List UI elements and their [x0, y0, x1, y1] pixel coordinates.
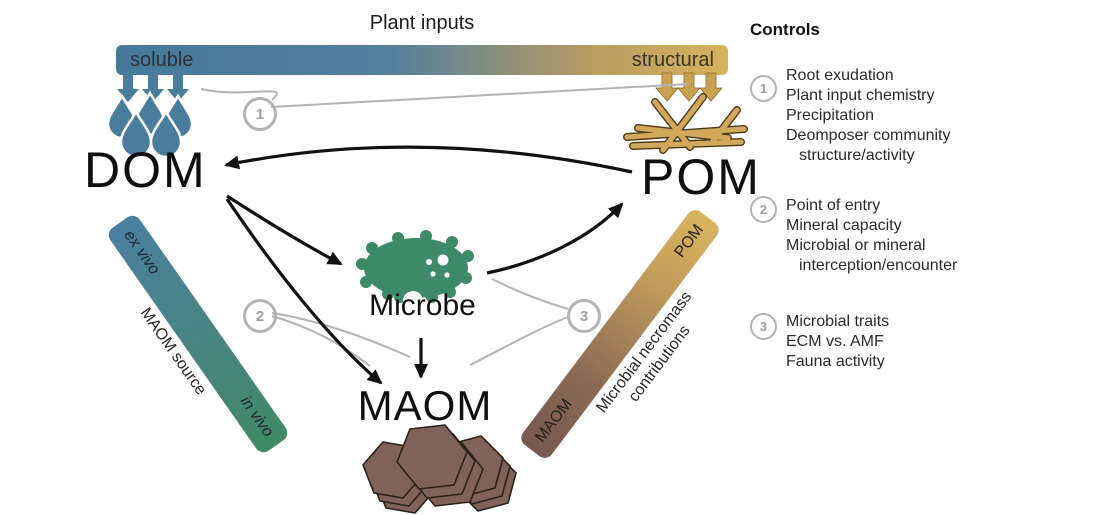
- control-2-line: Point of entry: [786, 197, 881, 214]
- necromass-pom-label: POM: [671, 221, 708, 261]
- control-2-line: Microbial or mineral: [786, 237, 926, 254]
- control-1-badge: 1: [750, 75, 777, 102]
- pom-label: POM: [641, 149, 761, 205]
- plant-inputs-title: Plant inputs: [369, 12, 475, 34]
- arrow-dom-to-microbe: [226, 194, 343, 266]
- maom-minerals-icon: [362, 424, 517, 514]
- necromass-caption-line1: Microbial necromass: [593, 288, 696, 417]
- structural-input-arrows-icon: [655, 72, 723, 102]
- microbe-label: Microbe: [369, 289, 476, 322]
- control-1-line: structure/activity: [799, 147, 915, 164]
- arrow-microbe-to-pom: [486, 202, 624, 275]
- control-2-line: interception/encounter: [799, 257, 958, 274]
- control-3-list: Microbial traits ECM vs. AMF Fauna activ…: [786, 312, 1086, 372]
- control-1-line: Plant input chemistry: [786, 87, 935, 104]
- control-3-line: Microbial traits: [786, 313, 890, 330]
- control-1-list: Root exudation Plant input chemistry Pre…: [786, 66, 1086, 166]
- plant-inputs-gradient-bar: soluble structural: [116, 45, 728, 75]
- control-3-line: Fauna activity: [786, 353, 885, 370]
- soluble-input-arrows-icon: [117, 71, 189, 102]
- arrow-pom-to-dom: [224, 145, 633, 174]
- maom-label: MAOM: [357, 382, 493, 429]
- pom-litter-icon: [623, 93, 748, 154]
- dom-label: DOM: [84, 142, 207, 198]
- structural-label: structural: [631, 48, 714, 71]
- control-3-line: ECM vs. AMF: [786, 333, 884, 350]
- flow-arrows: [224, 145, 633, 385]
- marker-1-badge: 1: [243, 97, 277, 131]
- control-3-badge: 3: [750, 313, 777, 340]
- control-2-list: Point of entry Mineral capacity Microbia…: [786, 196, 1086, 276]
- control-1-line: Precipitation: [786, 107, 875, 124]
- necromass-gradient-bar: MAOM POM Microbial necromass contributio…: [517, 206, 755, 487]
- controls-title: Controls: [750, 20, 820, 39]
- maom-source-bar: ex vivo in vivo: [105, 212, 291, 456]
- soluble-label: soluble: [130, 48, 194, 71]
- control-2-badge: 2: [750, 196, 777, 223]
- control-1-line: Deomposer community: [786, 127, 951, 144]
- marker-3-badge: 3: [567, 299, 601, 333]
- control-1-line: Root exudation: [786, 67, 894, 84]
- maom-source-gradient-bar: ex vivo in vivo MAOM source: [87, 212, 291, 468]
- marker-2-badge: 2: [243, 299, 277, 333]
- control-2-line: Mineral capacity: [786, 217, 902, 234]
